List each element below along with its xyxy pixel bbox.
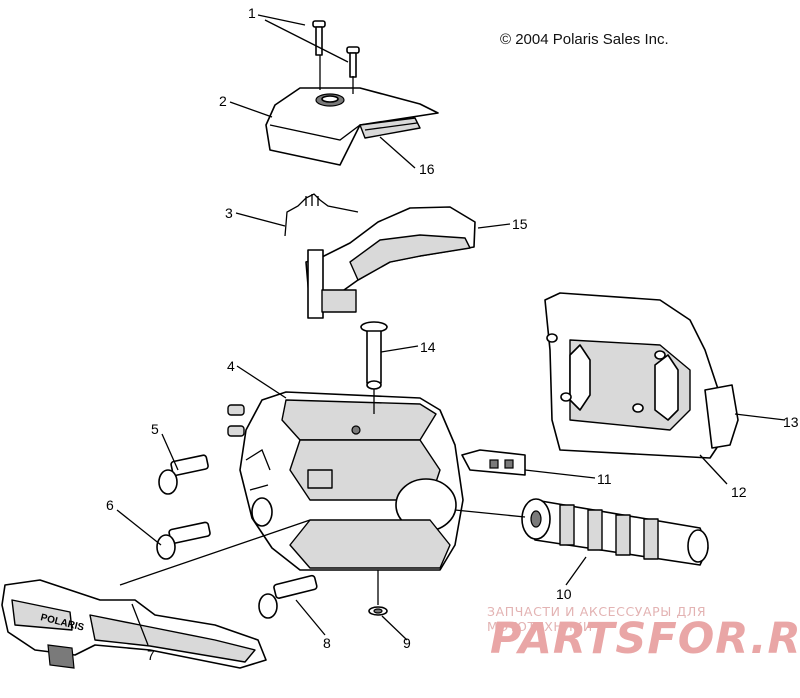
part-12-side-cover (544, 292, 723, 459)
part-10-throttle-tube (521, 498, 709, 566)
part-16-cover-pad (359, 117, 421, 139)
part-1-screws (312, 20, 360, 78)
leader-lines (116, 14, 786, 646)
callout-1: 1 (248, 5, 256, 21)
callout-9: 9 (403, 635, 411, 651)
watermark-tagline: ЗАПЧАСТИ И АКСЕССУАРЫ ДЛЯ МОТОТЕХНИКИ (487, 604, 707, 634)
part-5-bolt (158, 454, 209, 495)
part-3-spring (284, 193, 359, 237)
callout-5: 5 (151, 421, 159, 437)
part-8-bolt (258, 574, 318, 619)
callout-11: 11 (597, 471, 612, 487)
part-2-top-cover (265, 87, 439, 166)
callout-4: 4 (227, 358, 235, 374)
callout-10: 10 (556, 586, 572, 602)
part-6-bolt (156, 521, 211, 560)
callout-13: 13 (783, 414, 799, 430)
part-7-brake-lever (1, 579, 267, 669)
callout-16: 16 (419, 161, 435, 177)
callout-labels: 1 2 3 4 5 6 7 8 9 10 11 12 13 14 15 16 (106, 5, 799, 663)
copyright-notice: © 2004 Polaris Sales Inc. (500, 31, 669, 48)
part-4-housing (227, 391, 464, 571)
watermark-brand: PARTSFOR.RU (490, 614, 800, 664)
part-11-switch (461, 449, 526, 476)
part-14-pin (360, 321, 388, 390)
part-9-clip (368, 606, 388, 616)
callout-3: 3 (225, 205, 233, 221)
callout-2: 2 (219, 93, 227, 109)
callout-14: 14 (420, 339, 436, 355)
part-13-gasket (704, 384, 739, 449)
callout-7: 7 (147, 647, 155, 663)
callout-6: 6 (106, 497, 114, 513)
part-15-throttle-lever (305, 206, 476, 319)
callout-12: 12 (731, 484, 747, 500)
callout-15: 15 (512, 216, 528, 232)
callout-8: 8 (323, 635, 331, 651)
